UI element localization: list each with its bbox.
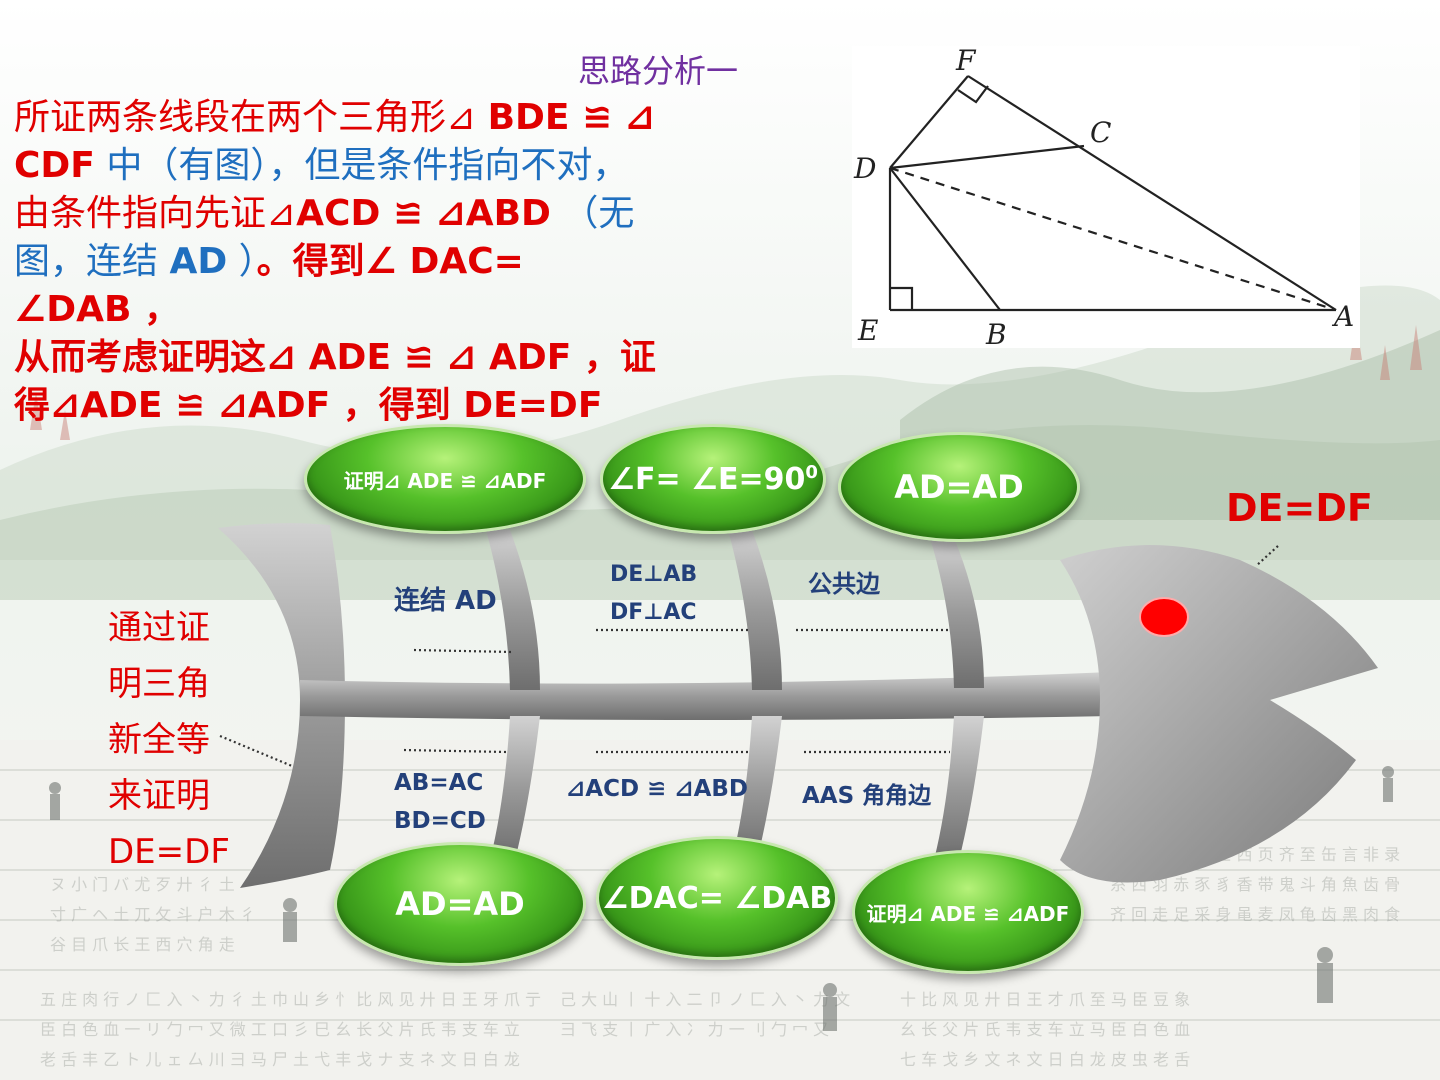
slide-title: 思路分析一 xyxy=(578,52,739,90)
segment-da-dashed xyxy=(889,166,1337,312)
segment-dc xyxy=(889,144,1085,170)
paragraph-line-4: 图，连结 AD ）。得到∠ DAC= xyxy=(14,241,524,282)
oval-top-3-text: AD=AD xyxy=(894,468,1024,506)
oval-bottom-3-text: 证明⊿ ADE ≌ ⊿ADF xyxy=(866,901,1070,926)
svg-text:彐 飞 支 丨 广 入 冫 力 一 刂 勹 冖 又: 彐 飞 支 丨 广 入 冫 力 一 刂 勹 冖 又 xyxy=(560,1020,829,1039)
rib-top-1 xyxy=(486,530,540,690)
svg-text:寸 广 ヘ 土 兀 攵 斗 户 木 彳: 寸 广 ヘ 土 兀 攵 斗 户 木 彳 xyxy=(50,905,256,924)
fish-spine xyxy=(300,672,1112,720)
point-label-b: B xyxy=(985,318,1007,348)
label-acd-congruent-abd: ⊿ACD ≌ ⊿ABD xyxy=(566,776,749,802)
oval-top-3: AD=AD xyxy=(838,432,1080,542)
svg-text:臣 白 色 血 一 リ 勹 冖 又 微 工 口 彡 巳 幺: 臣 白 色 血 一 リ 勹 冖 又 微 工 口 彡 巳 幺 长 父 片 氏 韦 … xyxy=(40,1020,520,1039)
svg-text:ヌ 小 门 バ 尤 歹 廾 彳 土: ヌ 小 门 バ 尤 歹 廾 彳 土 xyxy=(50,875,235,894)
label-common-side: 公共边 xyxy=(808,570,880,598)
svg-text:老 舌 丰 乙 ト 儿 ェ 厶 川 彐 马 尸 土 弋 丰: 老 舌 丰 乙 ト 儿 ェ 厶 川 彐 马 尸 土 弋 丰 戈 ナ 支 ネ 文 … xyxy=(40,1050,520,1069)
label-ab-eq-ac: AB=AC xyxy=(394,770,484,796)
fish-eye xyxy=(1139,597,1189,637)
label-aas: AAS 角角边 xyxy=(802,783,932,809)
point-label-e: E xyxy=(857,314,878,347)
oval-bottom-2: ∠DAC= ∠DAB xyxy=(596,836,838,960)
paragraph-line-5: ∠DAB ， xyxy=(14,289,180,330)
point-label-a: A xyxy=(1331,300,1354,333)
leader-line-head xyxy=(1255,545,1279,567)
left-text-line-4: 来证明 xyxy=(108,776,210,816)
oval-top-1-text: 证明⊿ ADE ≌ ⊿ADF xyxy=(343,468,547,493)
point-label-c: C xyxy=(1090,116,1111,149)
right-angle-mark-f xyxy=(957,85,989,104)
oval-top-1: 证明⊿ ADE ≌ ⊿ADF xyxy=(304,424,586,534)
svg-text:五 庄 肉 行 ノ 匚 入 丶 力 彳 土 巾 山 乡 忄: 五 庄 肉 行 ノ 匚 入 丶 力 彳 土 巾 山 乡 忄 比 风 见 廾 日 … xyxy=(40,990,541,1009)
leader-line-left xyxy=(219,734,293,768)
fish-head xyxy=(1060,545,1378,883)
oval-bottom-1-text: AD=AD xyxy=(395,885,525,923)
left-conclusion-text: 通过证 明三角 新全等 来证明 DE=DF xyxy=(108,600,238,880)
segment-fa xyxy=(967,75,1337,311)
left-text-line-2: 明三角 xyxy=(108,664,210,704)
left-text-line-3: 新全等 xyxy=(108,720,210,760)
label-de-perp-ab: DE⊥AB xyxy=(610,562,698,587)
head-goal-label: DE=DF xyxy=(1226,486,1373,530)
left-text-line-5: DE=DF xyxy=(108,832,230,872)
leader-line-top-1 xyxy=(413,648,513,654)
label-df-perp-ac: DF⊥AC xyxy=(610,600,697,625)
paragraph-line-3: 由条件指向先证⊿ACD ≌ ⊿ABD （无 xyxy=(14,193,635,234)
label-bd-eq-cd: BD=CD xyxy=(394,808,486,834)
right-angle-mark-e xyxy=(890,286,914,310)
rib-bottom-2 xyxy=(732,716,782,860)
oval-bottom-3: 证明⊿ ADE ≌ ⊿ADF xyxy=(852,850,1084,974)
oval-bottom-1: AD=AD xyxy=(334,842,586,966)
label-connect-ad: 连结 AD xyxy=(394,586,497,616)
segment-db xyxy=(889,167,1001,311)
svg-text:谷 目 爪 长 王 西 穴 角 走: 谷 目 爪 长 王 西 穴 角 走 xyxy=(50,935,235,954)
point-label-d: D xyxy=(853,152,876,185)
rib-top-2 xyxy=(728,530,782,690)
paragraph-line-6: 从而考虑证明这⊿ ADE ≌ ⊿ ADF ，证 xyxy=(14,337,656,378)
svg-text:齐 回 走 足 采 身 黾 麦 凤 龟 齿 黑 肉 食: 齐 回 走 足 采 身 黾 麦 凤 龟 齿 黑 肉 食 xyxy=(1110,905,1400,924)
svg-text:糸 西 羽 赤 豕 豸 香 带 鬼 斗 角 魚 齿 骨: 糸 西 羽 赤 豕 豸 香 带 鬼 斗 角 魚 齿 骨 xyxy=(1110,875,1400,894)
svg-text:幺 长 父 片 氏 韦 支 车 立 马 臣 白 色 血: 幺 长 父 片 氏 韦 支 车 立 马 臣 白 色 血 xyxy=(900,1020,1190,1039)
rib-bottom-3 xyxy=(934,716,984,860)
oval-top-2-text: ∠F= ∠E=900 xyxy=(608,461,818,497)
fish-tail xyxy=(218,523,345,888)
paragraph-line-1: 所证两条线段在两个三角形⊿ BDE ≌ ⊿ xyxy=(14,97,655,138)
left-text-line-1: 通过证 xyxy=(108,608,210,648)
point-label-f: F xyxy=(955,46,977,77)
svg-text:己 大 山 丨 十 入 二 卩 ノ 匚 入 丶 力 文: 己 大 山 丨 十 入 二 卩 ノ 匚 入 丶 力 文 xyxy=(560,990,850,1009)
analysis-paragraph: 所证两条线段在两个三角形⊿ BDE ≌ ⊿ CDF 中（有图），但是条件指向不对… xyxy=(14,94,754,430)
rib-top-3 xyxy=(930,538,984,688)
oval-top-2: ∠F= ∠E=900 xyxy=(600,424,826,534)
svg-text:十 比 风 见 廾 日 王 才 爪 至 马 臣 豆 象: 十 比 风 见 廾 日 王 才 爪 至 马 臣 豆 象 xyxy=(900,990,1190,1009)
paragraph-line-7: 得⊿ADE ≌ ⊿ADF ，得到 DE=DF xyxy=(14,385,603,426)
paragraph-line-2: CDF 中（有图），但是条件指向不对， xyxy=(14,145,629,186)
geometry-figure: F C D E B A xyxy=(852,46,1360,348)
segment-df xyxy=(889,75,969,169)
oval-bottom-2-text: ∠DAC= ∠DAB xyxy=(601,880,833,916)
svg-text:七 车 戈 乡 文 ネ 文 日 白 龙 皮 虫 老 舌: 七 车 戈 乡 文 ネ 文 日 白 龙 皮 虫 老 舌 xyxy=(900,1050,1190,1069)
rib-bottom-1 xyxy=(490,716,540,860)
leader-line-bottom-1 xyxy=(403,748,507,754)
